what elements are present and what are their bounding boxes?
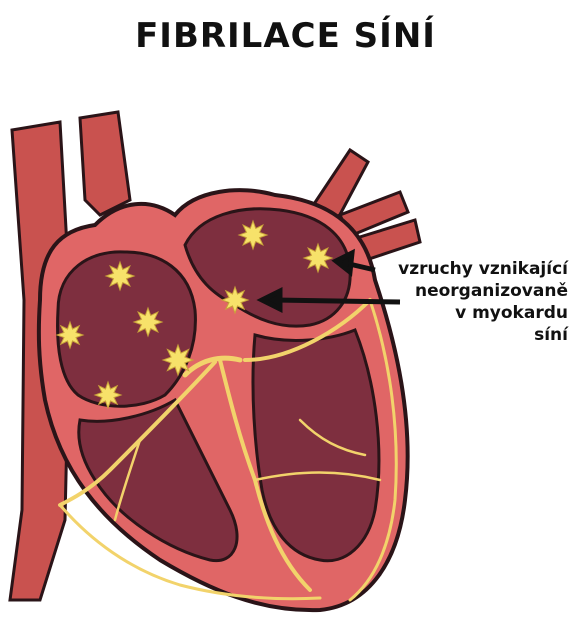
annotation-line: neorganizovaně — [372, 280, 568, 302]
annotation-line: vzruchy vznikající — [372, 258, 568, 280]
spark-icon — [134, 308, 162, 336]
spark-icon — [163, 345, 193, 375]
annotation-line: v myokardu — [372, 302, 568, 324]
spark-icon — [57, 322, 83, 348]
spark-icon — [304, 244, 332, 272]
spark-icon — [95, 382, 121, 408]
spark-icon — [106, 262, 134, 290]
spark-icon — [239, 221, 267, 249]
spark-icon — [222, 287, 248, 313]
annotation-line: síní — [372, 324, 568, 346]
annotation-label: vzruchy vznikající neorganizovaně v myok… — [372, 258, 568, 346]
